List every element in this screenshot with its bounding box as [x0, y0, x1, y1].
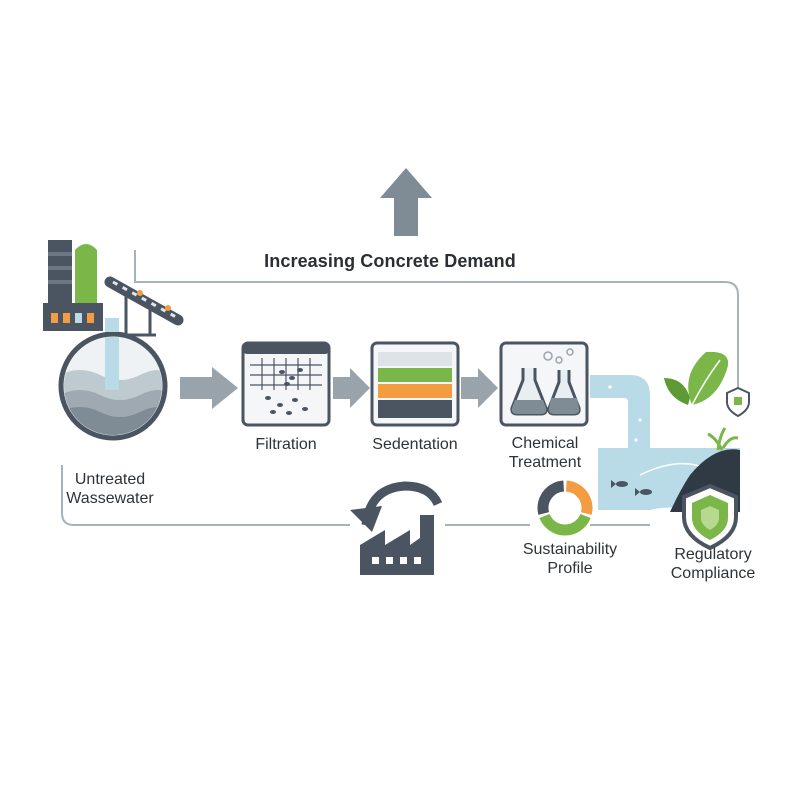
label-sedimentation: Sedentation	[372, 436, 458, 453]
filtration-screen-icon	[241, 341, 331, 427]
label-filtration: Filtration	[255, 436, 317, 453]
label-regulatory-line2: Compliance	[670, 565, 756, 582]
recycle-factory-icon	[350, 481, 443, 575]
label-chemical-line1: Chemical	[511, 435, 579, 452]
sediment-layers-icon	[370, 341, 460, 427]
shield-icon	[682, 483, 738, 551]
label-untreated-line1: Untreated	[74, 471, 146, 488]
arrow-2	[333, 368, 370, 408]
donut-segment-orange	[565, 480, 593, 515]
label-untreated: Untreated Wassewater	[40, 470, 180, 508]
label-untreated-line2: Wassewater	[66, 490, 154, 507]
label-chemical-line2: Treatment	[508, 454, 582, 471]
leaf-icon	[664, 351, 739, 451]
factory-icon	[43, 240, 103, 331]
outflow-pipe-icon	[590, 375, 650, 470]
arrow-1	[180, 367, 238, 409]
donut-segment-green	[539, 513, 591, 536]
up-arrow	[380, 168, 432, 236]
chemical-flasks-icon	[499, 341, 589, 427]
donut-chart-icon	[537, 480, 593, 536]
label-regulatory-line1: Regulatory	[674, 546, 752, 563]
label-chemical: Chemical Treatment	[485, 434, 605, 472]
process-arrows	[180, 367, 498, 409]
arrow-3	[461, 368, 498, 408]
label-sustainability: Sustainability Profile	[505, 540, 635, 578]
diagram-title: Increasing Concrete Demand	[264, 251, 516, 271]
conveyor-belt-icon	[104, 276, 184, 337]
feedback-loop	[61, 250, 739, 526]
donut-segment-slate	[537, 480, 565, 515]
label-sustainability-line2: Profile	[547, 560, 593, 577]
fish-icon	[611, 480, 652, 496]
label-sustainability-line1: Sustainability	[522, 541, 618, 558]
wastewater-tank-icon	[58, 318, 168, 441]
mini-shield-icon	[726, 386, 750, 418]
label-regulatory: Regulatory Compliance	[648, 545, 778, 583]
